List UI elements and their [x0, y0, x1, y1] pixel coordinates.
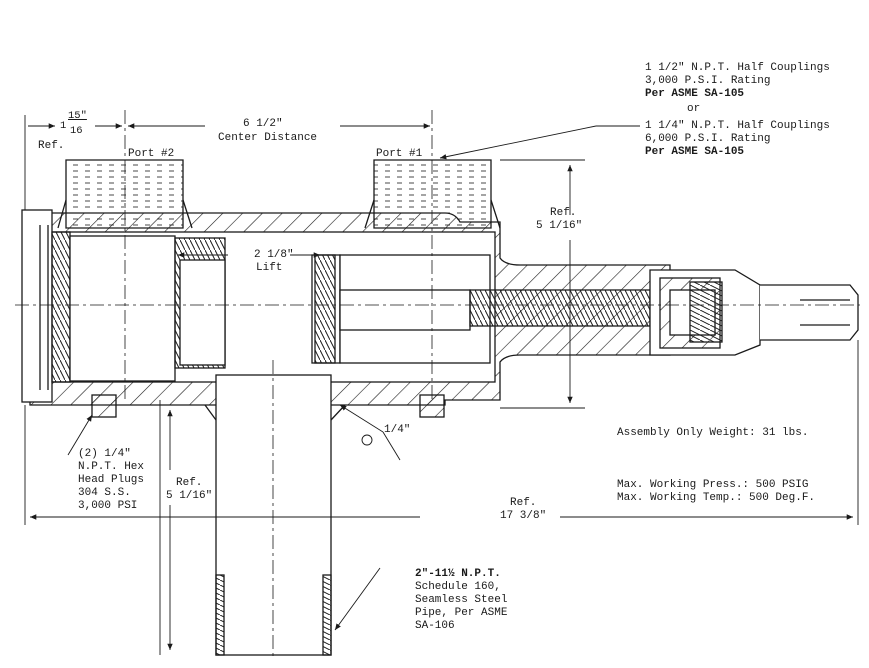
end-cap — [21, 209, 53, 403]
overall-value: 17 3/8" — [500, 510, 547, 522]
ref-right-label: Ref. — [550, 207, 577, 219]
pipe-note-line1: 2"-11½ N.P.T. — [415, 568, 501, 580]
pipe — [215, 374, 332, 656]
plugs-note-line1: (2) 1/4" — [78, 448, 131, 460]
ref-bottom-value: 5 1/16" — [166, 490, 213, 502]
pipe-note-line3: Seamless Steel — [415, 594, 508, 606]
hex-plug-left — [91, 394, 117, 418]
max-temperature: Max. Working Temp.: 500 Deg.F. — [617, 492, 816, 504]
weld-size-label: 1/4" — [384, 424, 411, 436]
port2-label: Port #2 — [128, 148, 175, 160]
max-pressure: Max. Working Press.: 500 PSIG — [617, 479, 809, 491]
plugs-note-line4: 304 S.S. — [78, 487, 131, 499]
pipe-note-line5: SA-106 — [415, 620, 455, 632]
couplings-note-line5: 1 1/4" N.P.T. Half Couplings — [645, 120, 830, 132]
plugs-note-line5: 3,000 PSI — [78, 500, 138, 512]
stem-thread — [469, 289, 651, 327]
couplings-note-line7: Per ASME SA-105 — [645, 146, 745, 158]
port-offset-denominator: 16 — [70, 125, 83, 137]
couplings-note-line6: 6,000 P.S.I. Rating — [645, 133, 771, 145]
overall-label: Ref. — [510, 497, 537, 509]
center-distance-value: 6 1/2" — [243, 118, 283, 130]
port1-coupling — [373, 159, 492, 229]
port1-label: Port #1 — [376, 148, 423, 160]
center-distance-label: Center Distance — [218, 132, 318, 144]
stem-end — [760, 284, 859, 341]
ref-left-label: Ref. — [38, 140, 65, 152]
ref-bottom-label: Ref. — [176, 477, 203, 489]
port-offset-whole: 1 — [60, 120, 67, 132]
weight-note: Assembly Only Weight: 31 lbs. — [617, 427, 809, 439]
plugs-note-line3: Head Plugs — [78, 474, 145, 486]
plug — [69, 235, 176, 382]
plugs-note-line2: N.P.T. Hex — [78, 461, 145, 473]
lift-value: 2 1/8" — [254, 249, 294, 261]
couplings-note-line1: 1 1/2" N.P.T. Half Couplings — [645, 62, 830, 74]
lift-label: Lift — [256, 262, 283, 274]
couplings-note-line2: 3,000 P.S.I. Rating — [645, 75, 771, 87]
pipe-note-line4: Pipe, Per ASME — [415, 607, 508, 619]
port-offset-numerator: 15" — [68, 110, 87, 122]
port2-coupling — [65, 159, 184, 229]
couplings-note-line4: or — [687, 103, 701, 115]
pipe-note-line2: Schedule 160, — [415, 581, 501, 593]
couplings-note-line3: Per ASME SA-105 — [645, 88, 745, 100]
ref-right-value: 5 1/16" — [536, 220, 583, 232]
